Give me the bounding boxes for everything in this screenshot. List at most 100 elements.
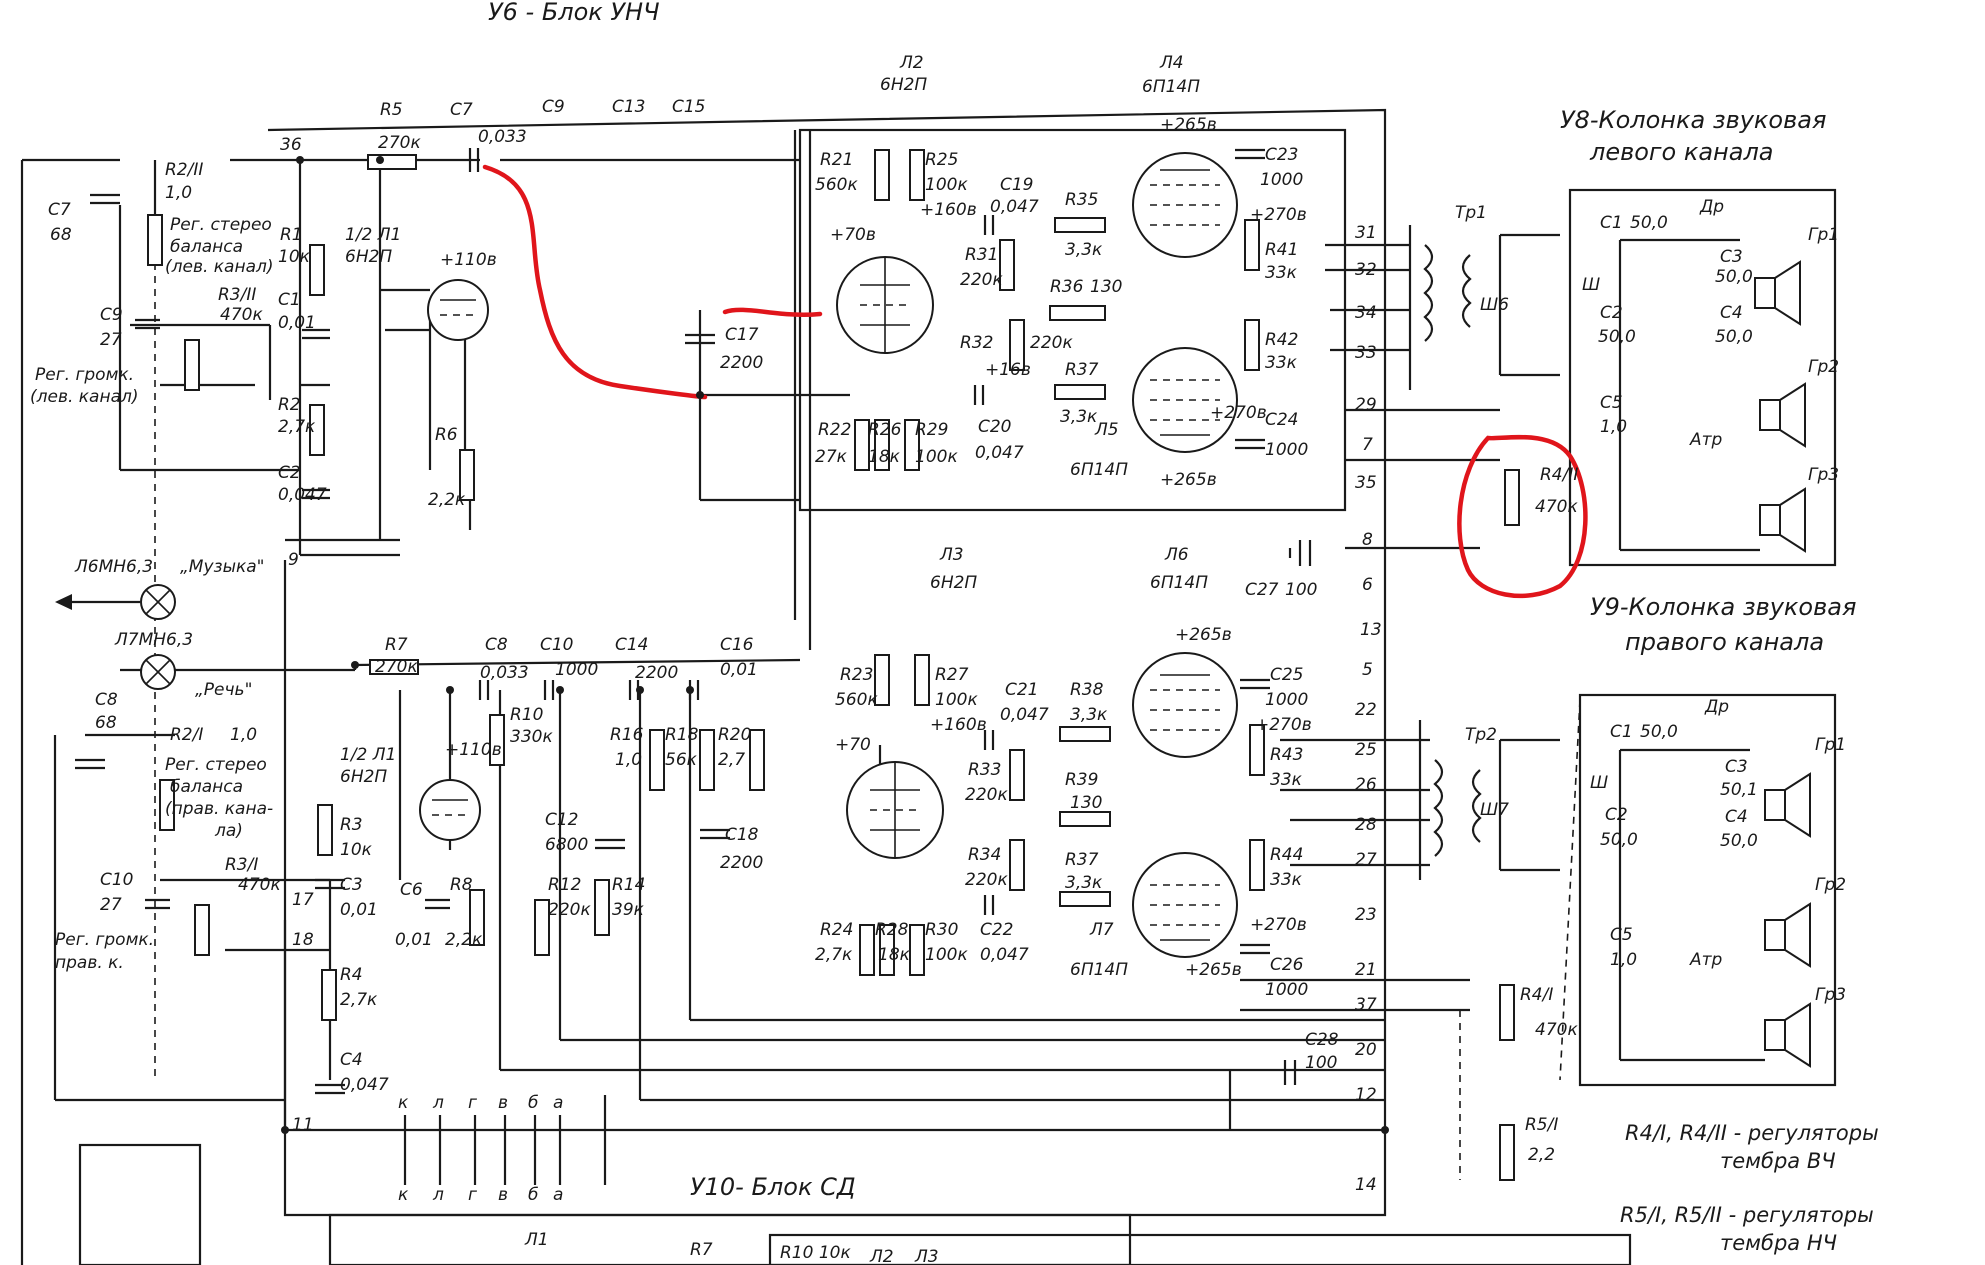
label-spk-l-sh: Ш [1582,275,1600,295]
pin-18: 18 [292,930,314,950]
label-spk-r-gr3: Гр3 [1815,985,1846,1005]
label-c25-value: 1000 [1265,690,1308,710]
label-r28: R28 [875,920,909,940]
label-spk-l-c2v: 50,0 [1598,327,1636,347]
label-spk-r-c4v: 50,0 [1720,831,1758,851]
label-r16-value: 1,0 [615,750,642,770]
label-r4ii-value: 470к [1535,497,1578,517]
conn-bot-1: л [432,1185,444,1205]
label-l1a-name: 1/2 Л1 [345,225,401,245]
label-r27: R27 [935,665,969,685]
resistor-r16 [649,729,665,791]
label-c10-value: 1000 [555,660,598,680]
label-spk-l-gr1: Гр1 [1808,225,1839,245]
label-r4: R4 [340,965,363,985]
label-l3-type: 6Н2П [930,573,977,593]
label-r43-value: 33к [1270,770,1303,790]
pin-29: 29 [1355,395,1377,415]
label-r2i-value: 1,0 [230,725,257,745]
conn-top-3: в [498,1093,508,1113]
label-r3ii: R3/II [218,285,256,305]
label-r44-value: 33к [1270,870,1303,890]
label-r16: R16 [610,725,644,745]
resistor-r4ii [1504,469,1520,526]
label-c6: C6 [400,880,423,900]
label-c13: C13 [612,97,646,117]
label-c19-value: 0,047 [990,197,1039,217]
label-c24-value: 1000 [1265,440,1308,460]
resistors [147,149,1520,1181]
label-r3-value: 10к [340,840,373,860]
labels: R5 270к C7 0,033 C9 C13 C15 36 Л2 6Н2П Л… [30,53,1578,1265]
label-r22-value: 27к [815,447,848,467]
label-r22: R22 [818,420,851,440]
label-lamp-l7: Л7МН6,3 [114,630,193,650]
label-l7-name: Л7 [1089,920,1114,940]
label-r28-value: 18к [878,945,911,965]
transformers [1423,244,1482,857]
label-r6-value: 2,2к [428,490,466,510]
pin-9: 9 [288,550,299,570]
speakers [1618,238,1811,1068]
label-r35: R35 [1065,190,1098,210]
label-c22-value: 0,047 [980,945,1029,965]
label-r2ii-value: 1,0 [165,183,192,203]
resistor-r28 [879,924,895,976]
capacitors [75,148,1312,1095]
label-l2-bottom: Л2 [869,1247,894,1265]
label-r4i-value: 470к [1535,1020,1578,1040]
label-r34: R34 [968,845,1001,865]
resistor-r7 [369,659,419,675]
label-u8-title-2: левого канала [1589,138,1774,166]
label-c24: C24 [1265,410,1299,430]
lamps [55,584,176,690]
label-c19: C19 [1000,175,1034,195]
label-sh7: Ш7 [1480,800,1509,820]
speaker-gr3-left [1759,504,1781,536]
label-v110b: +110в [445,740,502,760]
label-lamp-speech: „Речь" [195,680,252,700]
pin-37: 37 [1355,995,1377,1015]
pin-35: 35 [1355,473,1377,493]
label-c21-value: 0,047 [1000,705,1049,725]
resistor-r20 [749,729,765,791]
resistor-r2ii [147,214,163,266]
resistor-r3 [317,804,333,856]
label-tr1: Tp1 [1455,203,1487,223]
label-c8-value: 0,033 [480,663,529,683]
label-r2ii: R2/II [165,160,203,180]
label-r30-value: 100к [925,945,968,965]
label-r27-value: 100к [935,690,978,710]
label-r37b: R37 [1065,850,1099,870]
label-r12: R12 [548,875,581,895]
label-v70a: +70в [830,225,876,245]
label-l1a-type: 6Н2П [345,247,392,267]
label-spk-l-atr: Атр [1689,430,1723,450]
label-r5i-value: 2,2 [1528,1145,1555,1165]
label-c9-top: C9 [542,97,565,117]
tube-l1a [427,279,489,341]
label-r30: R30 [925,920,958,940]
label-c10l: C10 [100,870,134,890]
label-l6-type: 6П14П [1150,573,1208,593]
label-r24-value: 2,7к [815,945,853,965]
label-r29: R29 [915,420,948,440]
conn-top-0: к [398,1093,409,1113]
pin-26: 26 [1355,775,1377,795]
label-r29-value: 100к [915,447,958,467]
label-l5-name: Л5 [1094,420,1119,440]
label-c3: C3 [340,875,363,895]
label-c1-value: 0,01 [278,313,316,333]
label-v160b: +160в [930,715,987,735]
pin-8: 8 [1362,530,1373,550]
label-c8: C8 [485,635,508,655]
label-r7-value: 270к [375,657,418,677]
label-c7l-value: 68 [50,225,72,245]
pin-13: 13 [1360,620,1382,640]
label-spk-l-c4v: 50,0 [1715,327,1753,347]
label-c9l-value: 27 [100,330,122,350]
legend-line-4: тембра НЧ [1720,1231,1837,1255]
label-spk-r-c4: C4 [1725,807,1748,827]
pin-32: 32 [1355,260,1377,280]
label-c2: C2 [278,463,301,483]
